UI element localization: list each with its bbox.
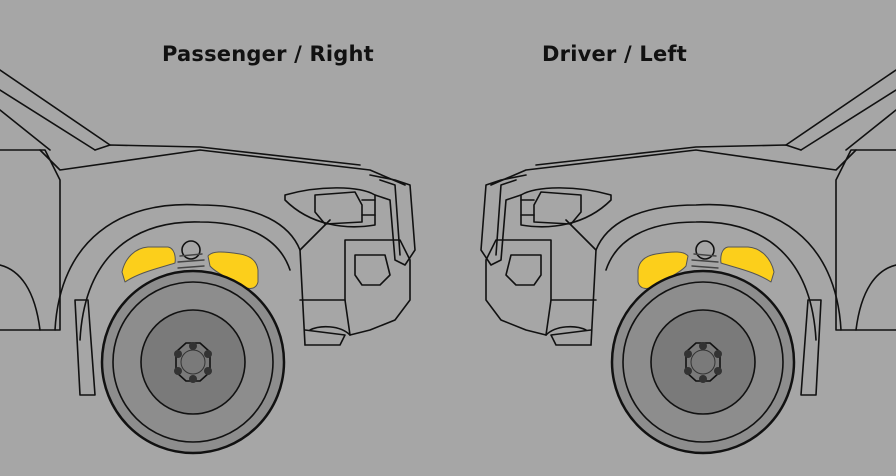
passenger-right-label: Passenger / Right: [162, 42, 374, 66]
driver-left-label: Driver / Left: [542, 42, 687, 66]
passenger-side-truck: [0, 68, 417, 455]
driver-side-truck: [479, 68, 896, 455]
